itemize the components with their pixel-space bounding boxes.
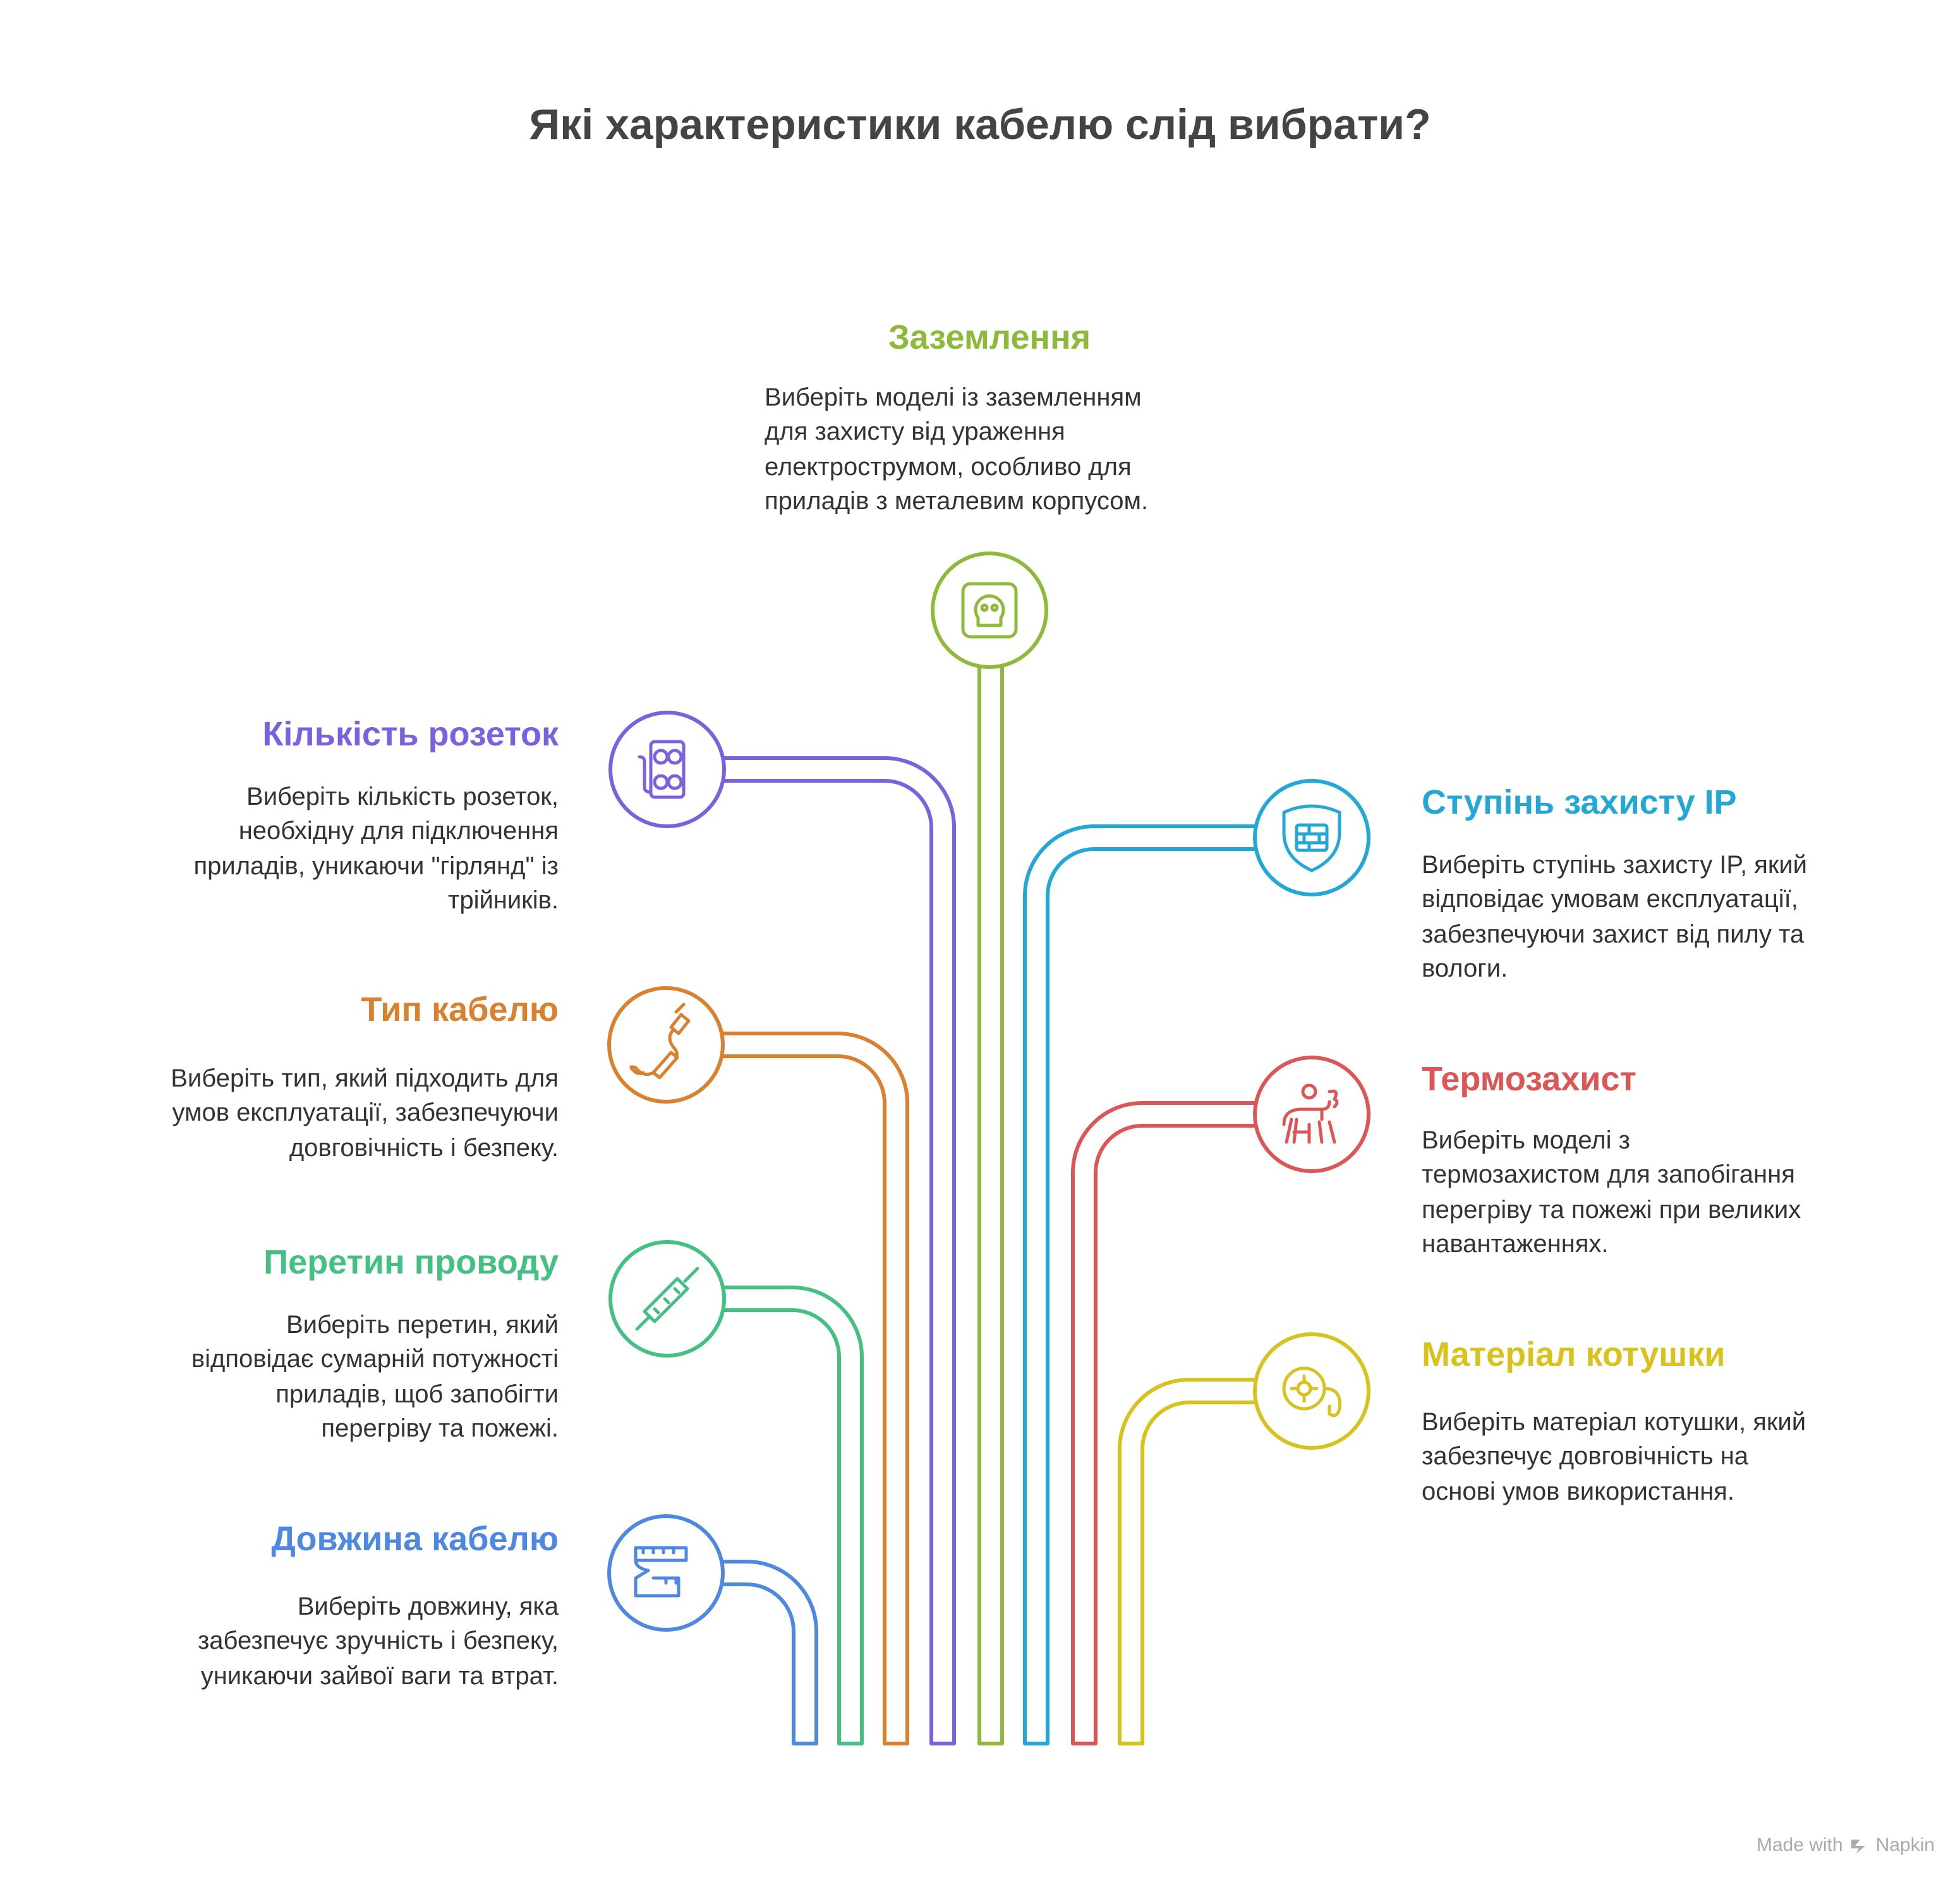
description-line: Виберіть ступінь захисту IP, який — [1422, 852, 1808, 879]
description-line: забезпечує зручність і безпеку, — [197, 1627, 559, 1656]
person-fire-icon — [1282, 1083, 1339, 1144]
thermal-icon-circle — [1253, 1056, 1370, 1173]
reel-description: Виберіть матеріал котушки, який забезпечу… — [1422, 1406, 1806, 1510]
ip-rating-icon-circle — [1253, 779, 1370, 896]
napkin-brand: Napkin — [1875, 1835, 1935, 1856]
cable-type-connector — [723, 1032, 909, 1745]
plug-cable-icon — [629, 1003, 691, 1080]
description-line: Виберіть моделі з — [1422, 1127, 1630, 1155]
description-line: відповідає сумарній потужності — [191, 1346, 559, 1374]
page-title: Які характеристики кабелю слід вибрати? — [529, 101, 1431, 149]
cable-type-icon-circle — [607, 986, 725, 1104]
description-line: для захисту від ураження — [765, 418, 1065, 447]
thermal-heading: Термозахист — [1422, 1060, 1636, 1098]
ip-rating-heading: Ступінь захисту IP — [1422, 783, 1737, 821]
outlets-icon-circle — [608, 711, 726, 828]
description-line: навантаженнях. — [1422, 1231, 1609, 1259]
description-line: трійників. — [448, 887, 559, 915]
description-line: забезпечуючи захист від пилу та — [1422, 920, 1805, 949]
description-line: довговічність і безпеку. — [289, 1134, 559, 1162]
power-strip-icon — [638, 740, 686, 799]
cable-reel-icon — [1282, 1366, 1341, 1418]
grounding-heading: Заземлення — [888, 318, 1091, 356]
reel-heading: Матеріал котушки — [1422, 1335, 1726, 1373]
outlets-connector — [724, 756, 956, 1745]
measuring-tape-icon — [634, 1546, 688, 1598]
length-icon-circle — [607, 1514, 725, 1632]
description-line: Виберіть матеріал котушки, який — [1422, 1409, 1806, 1437]
description-line: Виберіть перетин, який — [286, 1311, 559, 1339]
thermal-connector — [1071, 1101, 1255, 1745]
socket-skull-icon — [961, 582, 1018, 639]
description-line: умов експлуатації, забезпечуючи — [172, 1099, 559, 1128]
description-line: відповідає умовам експлуатації, — [1422, 886, 1798, 914]
footer: Made with Napkin — [1757, 1835, 1935, 1856]
length-connector — [723, 1560, 818, 1745]
made-with-label: Made with — [1756, 1835, 1843, 1856]
grounding-connector — [977, 667, 1004, 1745]
cross-section-description: Виберіть перетин, який відповідає сумарні… — [191, 1309, 559, 1447]
length-heading: Довжина кабелю — [271, 1520, 559, 1558]
description-line: основі умов використання. — [1422, 1478, 1734, 1506]
description-line: термозахистом для запобігання — [1422, 1161, 1795, 1190]
grounding-icon-circle — [931, 551, 1048, 669]
description-line: Виберіть кількість розеток, — [246, 783, 559, 811]
length-description: Виберіть довжину, яка забезпечує зручніст… — [198, 1591, 559, 1694]
description-line: перегріву та пожежі. — [321, 1415, 559, 1443]
cable-type-heading: Тип кабелю — [361, 991, 559, 1028]
description-line: приладів, уникаючи "гірлянд" із — [193, 852, 559, 881]
description-line: уникаючи зайвої ваги та втрат. — [200, 1662, 559, 1690]
description-line: приладів з металевим корпусом. — [765, 488, 1149, 516]
napkin-logo-icon — [1851, 1839, 1866, 1853]
cross-section-heading: Перетин проводу — [263, 1243, 559, 1281]
ip-rating-description: Виберіть ступінь захисту IP, який відпові… — [1422, 849, 1807, 987]
reel-connector — [1118, 1378, 1255, 1745]
cross-section-connector — [724, 1286, 864, 1745]
description-line: електрострумом, особливо для — [765, 453, 1132, 481]
reel-icon-circle — [1253, 1332, 1370, 1450]
description-line: забезпечує довговічність на — [1422, 1443, 1749, 1471]
description-line: Виберіть моделі із заземленням — [765, 384, 1142, 412]
outlets-description: Виберіть кількість розеток, необхідну для… — [193, 781, 559, 919]
description-line: приладів, щоб запобігти — [275, 1380, 559, 1409]
description-line: вологи. — [1422, 955, 1508, 984]
outlets-heading: Кількість розеток — [262, 715, 559, 753]
ip-rating-connector — [1023, 824, 1255, 1745]
description-line: перегріву та пожежі при великих — [1422, 1196, 1801, 1224]
cable-type-description: Виберіть тип, який підходить для умов екс… — [171, 1063, 559, 1166]
grounding-description: Виберіть моделі із заземленням для захист… — [765, 382, 1148, 520]
description-line: необхідну для підключення — [238, 817, 559, 846]
thermal-description: Виберіть моделі з термозахистом для запоб… — [1422, 1124, 1801, 1263]
description-line: Виберіть довжину, яка — [297, 1593, 559, 1621]
description-line: Виберіть тип, який підходить для — [171, 1065, 559, 1093]
shield-firewall-icon — [1282, 804, 1341, 872]
wire-icon — [635, 1267, 699, 1331]
cross-section-icon-circle — [608, 1240, 726, 1358]
